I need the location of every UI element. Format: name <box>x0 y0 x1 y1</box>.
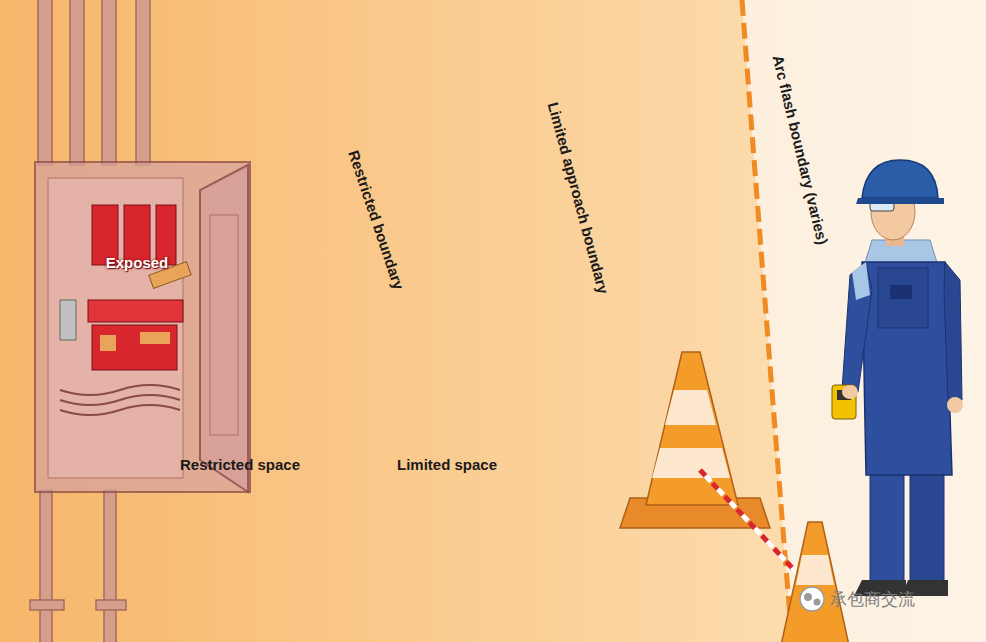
zone-label: Exposed <box>106 254 169 272</box>
watermark: 承包商交流 <box>830 588 915 611</box>
traffic-cone <box>620 352 770 528</box>
worker <box>832 160 963 596</box>
boundary-label: Arc flash boundary (varies) <box>769 53 832 246</box>
watermark-icon <box>800 587 824 611</box>
zone-label: Limited space <box>397 456 497 474</box>
zone-label: Restricted space <box>180 456 300 474</box>
traffic-cone <box>780 522 850 642</box>
electrical-panel <box>35 162 250 492</box>
